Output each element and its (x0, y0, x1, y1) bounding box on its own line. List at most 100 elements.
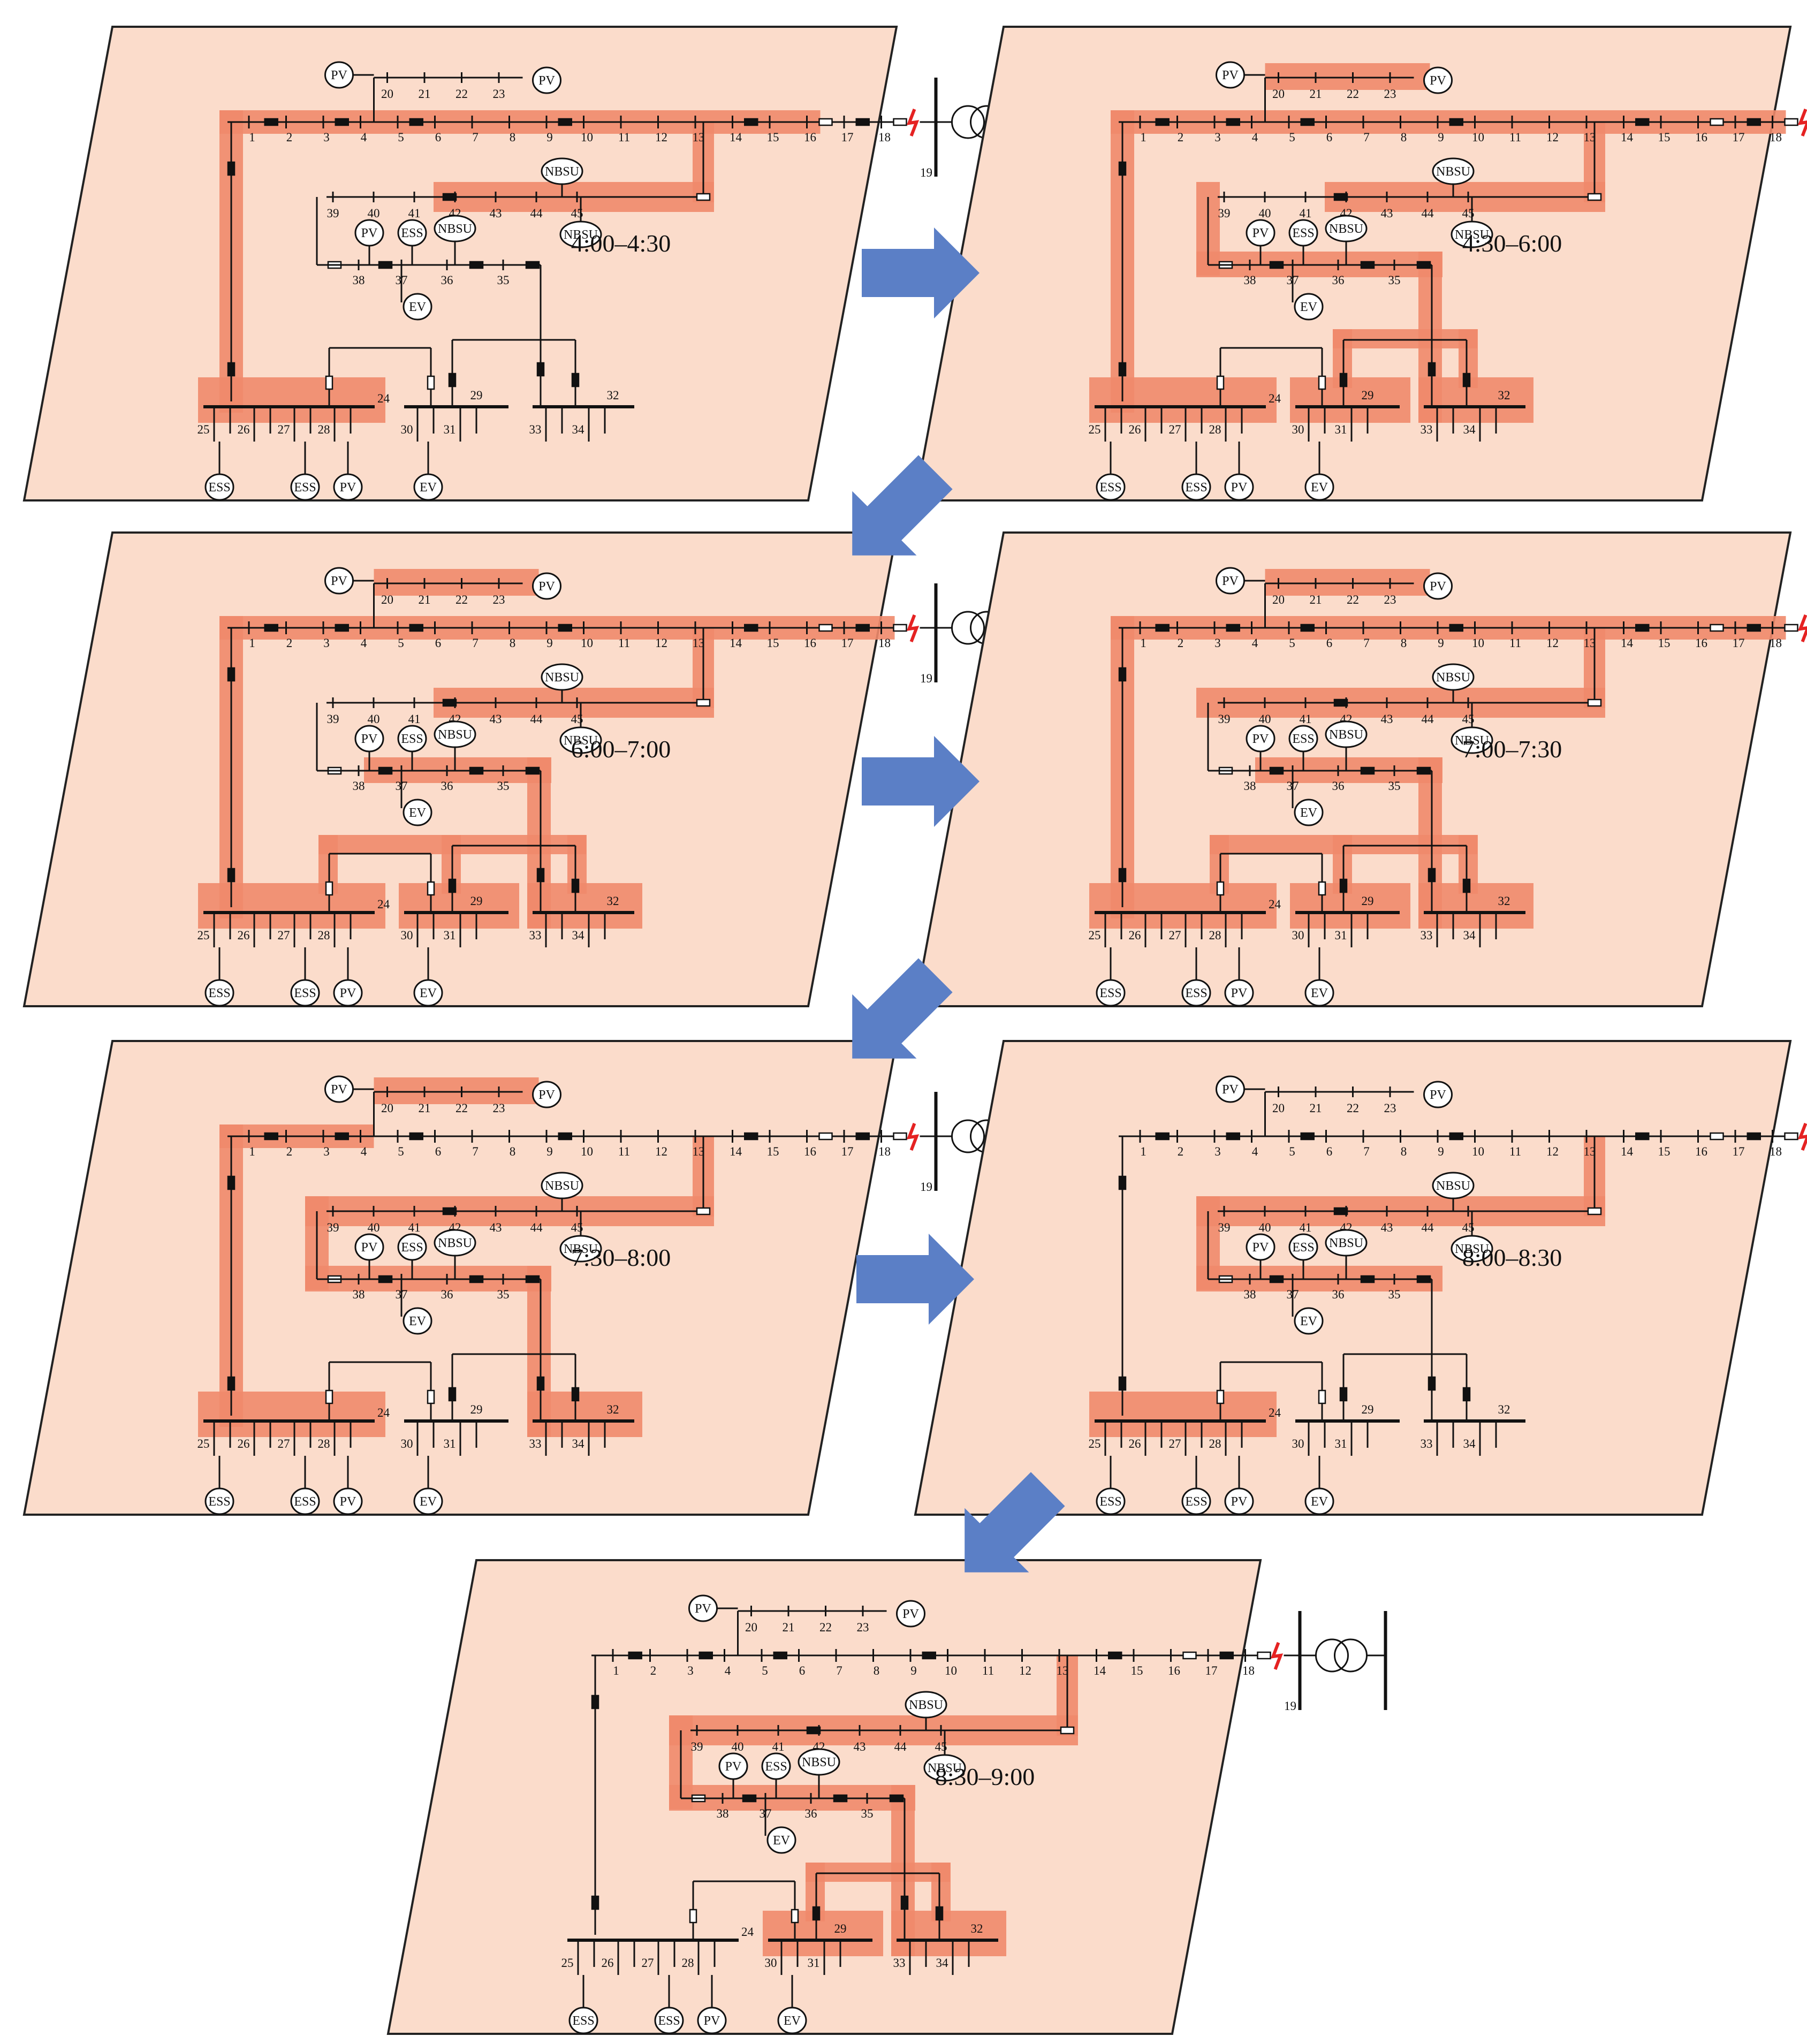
flow-arrows (852, 227, 1065, 1572)
switch-open-icon (1216, 375, 1225, 390)
ess-label: ESS (294, 1495, 316, 1509)
pv-label: PV (331, 69, 347, 82)
bus-label-8: 8 (1401, 1145, 1407, 1158)
bus-label-28: 28 (318, 929, 330, 942)
bus-label-11: 11 (1509, 1145, 1521, 1158)
bus-label-18: 18 (1770, 1145, 1782, 1158)
switch-closed-icon (378, 1275, 393, 1283)
ev-device-icon (403, 1307, 432, 1335)
bus-label-4: 4 (361, 131, 367, 144)
time-window-label: 4:00–4:30 (571, 230, 671, 257)
switch-closed-icon (536, 1376, 545, 1391)
nbsu-label: NBSU (564, 734, 598, 748)
ess-label: ESS (1099, 481, 1121, 495)
transformer-icon (1334, 1638, 1368, 1673)
bus-label-36: 36 (441, 273, 453, 287)
bus-label-40: 40 (368, 207, 380, 220)
switch-closed-icon (855, 118, 870, 126)
switch-closed-icon (227, 1175, 236, 1190)
bus-label-38: 38 (717, 1807, 729, 1820)
panel-p6: 1234567891011121314151617181920212223PVP… (914, 1040, 1807, 1516)
bus-32-group-highlight (527, 1392, 642, 1437)
switch-open-icon (1587, 193, 1602, 201)
nbsu-label: NBSU (909, 1698, 943, 1712)
transformer-icon (1315, 1638, 1349, 1673)
bus-label-16: 16 (1695, 1145, 1707, 1158)
bus-label-22: 22 (455, 1101, 468, 1115)
bus-label-26: 26 (238, 1437, 250, 1450)
bus-label-27: 27 (278, 1437, 290, 1450)
transformer-icon (951, 611, 985, 645)
bus-label-21: 21 (1310, 593, 1322, 606)
loop-29-32-top-highlight (442, 835, 586, 854)
time-window-label: 8:30–9:00 (935, 1763, 1035, 1790)
fault-bolt-icon (906, 614, 920, 643)
nbsu-label: NBSU (1455, 734, 1489, 748)
bus-label-33: 33 (1421, 929, 1433, 942)
arrow-panel2-to-panel3 (852, 455, 953, 556)
bus-label-14: 14 (1094, 1664, 1106, 1677)
bus-label-18: 18 (1770, 131, 1782, 144)
bus-label-2: 2 (1178, 1145, 1184, 1158)
bus-label-24: 24 (1269, 1406, 1281, 1419)
bus-label-10: 10 (581, 1145, 593, 1158)
bus-label-40: 40 (368, 712, 380, 726)
switch-closed-icon (227, 667, 236, 682)
bus-label-28: 28 (1209, 1437, 1221, 1450)
bus-label-34: 34 (572, 1437, 585, 1450)
arrow-panel4-to-panel5 (852, 958, 953, 1059)
bus-label-7: 7 (472, 131, 479, 144)
bus-label-20: 20 (1272, 87, 1285, 101)
bus-label-14: 14 (1621, 636, 1634, 650)
ess-label: ESS (1292, 226, 1314, 240)
pv-device-icon (532, 572, 561, 600)
bus-label-15: 15 (767, 636, 779, 650)
bus-label-14: 14 (730, 131, 742, 144)
bus-label-33: 33 (529, 929, 542, 942)
lateral-20-23-highlight (374, 1077, 539, 1104)
switch-open-icon (1060, 1726, 1075, 1735)
bus-label-44: 44 (1422, 712, 1434, 726)
bus-label-22: 22 (1347, 1101, 1359, 1115)
bus-label-44: 44 (530, 712, 543, 726)
bus-label-21: 21 (783, 1621, 795, 1634)
switch-closed-icon (935, 1906, 944, 1921)
ess-label: ESS (658, 2014, 680, 2028)
switch-closed-icon (448, 1387, 457, 1402)
bus-24-group-highlight (1089, 1392, 1277, 1437)
pv-device-icon (1423, 66, 1453, 94)
bus-label-23: 23 (493, 1101, 505, 1115)
switch-closed-icon (833, 1794, 848, 1803)
bus-24-group-highlight (198, 1392, 385, 1437)
bus-label-5: 5 (1289, 636, 1295, 650)
bus-label-33: 33 (1421, 423, 1433, 436)
bus-label-1: 1 (249, 636, 255, 650)
nbsu-label: NBSU (564, 228, 598, 242)
ess-label: ESS (401, 226, 423, 240)
bus-label-28: 28 (1209, 423, 1221, 436)
bus-label-41: 41 (1300, 1221, 1312, 1234)
bus-label-43: 43 (490, 207, 502, 220)
bus-label-36: 36 (441, 779, 453, 793)
bus-label-17: 17 (841, 131, 854, 144)
bus-label-10: 10 (945, 1664, 957, 1677)
bus-label-44: 44 (530, 1221, 543, 1234)
switch-open-icon (1182, 1651, 1197, 1660)
pv-label: PV (902, 1607, 919, 1621)
bus-label-5: 5 (762, 1664, 768, 1677)
bus-label-13: 13 (693, 636, 705, 650)
bus-label-19: 19 (920, 672, 932, 685)
switch-closed-icon (1118, 161, 1127, 176)
pv-device-icon (532, 66, 561, 94)
bus-label-18: 18 (878, 1145, 891, 1158)
switch-closed-icon (773, 1651, 787, 1660)
bus-label-39: 39 (1218, 1221, 1231, 1234)
bus-label-4: 4 (725, 1664, 731, 1677)
bus-label-30: 30 (1292, 1437, 1304, 1450)
bus-24-group-highlight (198, 883, 385, 929)
bus-label-19: 19 (920, 1180, 932, 1194)
bus-label-11: 11 (618, 131, 630, 144)
bus-label-22: 22 (455, 87, 468, 101)
